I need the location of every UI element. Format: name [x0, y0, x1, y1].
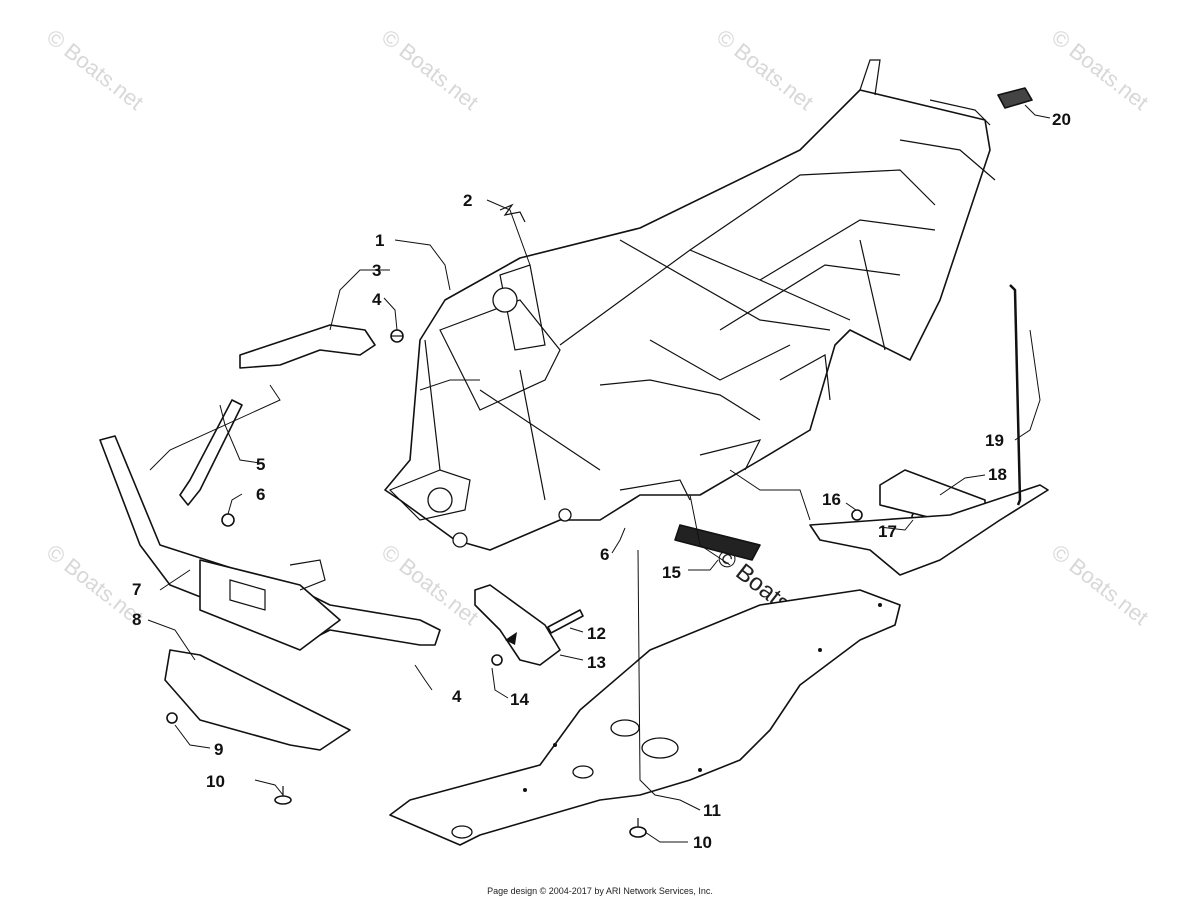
- callout-13: 13: [587, 653, 606, 672]
- callout-1: 1: [375, 231, 384, 250]
- front-bracket: [239, 324, 376, 369]
- callout-5: 5: [256, 455, 265, 474]
- callout-labels: 1 2 3 4 5 6 7 8 9 10 4 6 15 12 13 14 11 …: [132, 110, 1071, 852]
- callout-19: 19: [985, 431, 1004, 450]
- label-15: [674, 524, 761, 561]
- callout-18: 18: [988, 465, 1007, 484]
- callout-2: 2: [463, 191, 472, 210]
- fastener-10-bottom: [629, 818, 647, 838]
- callout-12: 12: [587, 624, 606, 643]
- bolt-16: [851, 509, 863, 521]
- rod-19: [1009, 284, 1022, 506]
- screw-9: [166, 712, 178, 724]
- callout-17: 17: [878, 522, 897, 541]
- watermark-mid-right: © Boats.net: [1047, 539, 1153, 630]
- callout-16: 16: [822, 490, 841, 509]
- callout-15: 15: [662, 563, 681, 582]
- watermark-top-center-left: © Boats.net: [377, 24, 483, 115]
- callout-3: 3: [372, 261, 381, 280]
- callout-4-lower: 4: [452, 687, 462, 706]
- bolt-12: [547, 609, 584, 634]
- watermark-top-center-right: © Boats.net: [712, 24, 818, 115]
- callout-9: 9: [214, 740, 223, 759]
- bolt-4-upper: [390, 329, 404, 343]
- fastener-10-left: [274, 786, 292, 805]
- callout-6-left: 6: [256, 485, 265, 504]
- callout-7: 7: [132, 580, 141, 599]
- nut-14: [491, 654, 503, 666]
- callout-8: 8: [132, 610, 141, 629]
- watermark-top-left: © Boats.net: [42, 24, 148, 115]
- arrow-marker-icon: [505, 632, 517, 645]
- skid-bracket-13: [474, 584, 561, 666]
- callout-4-upper: 4: [372, 290, 382, 309]
- callout-6-center: 6: [600, 545, 609, 564]
- callout-11: 11: [703, 801, 721, 820]
- rear-bracket: [809, 469, 1049, 576]
- page-footer: Page design © 2004-2017 by ARI Network S…: [487, 886, 713, 896]
- main-frame: [384, 59, 996, 551]
- watermark-top-right: © Boats.net: [1047, 24, 1153, 115]
- decal-20: [997, 87, 1033, 109]
- front-bumper: [99, 435, 441, 651]
- callout-10-left: 10: [206, 772, 225, 791]
- bolt-6-left: [221, 513, 235, 527]
- leader-lines: [147, 104, 1051, 843]
- main-skid-plate: [389, 589, 901, 846]
- callout-20: 20: [1052, 110, 1071, 129]
- bumper-brace: [179, 399, 243, 506]
- wire-clip: [499, 203, 526, 223]
- callout-14: 14: [510, 690, 529, 709]
- front-skid-plate: [164, 649, 351, 751]
- callout-10-bottom: 10: [693, 833, 712, 852]
